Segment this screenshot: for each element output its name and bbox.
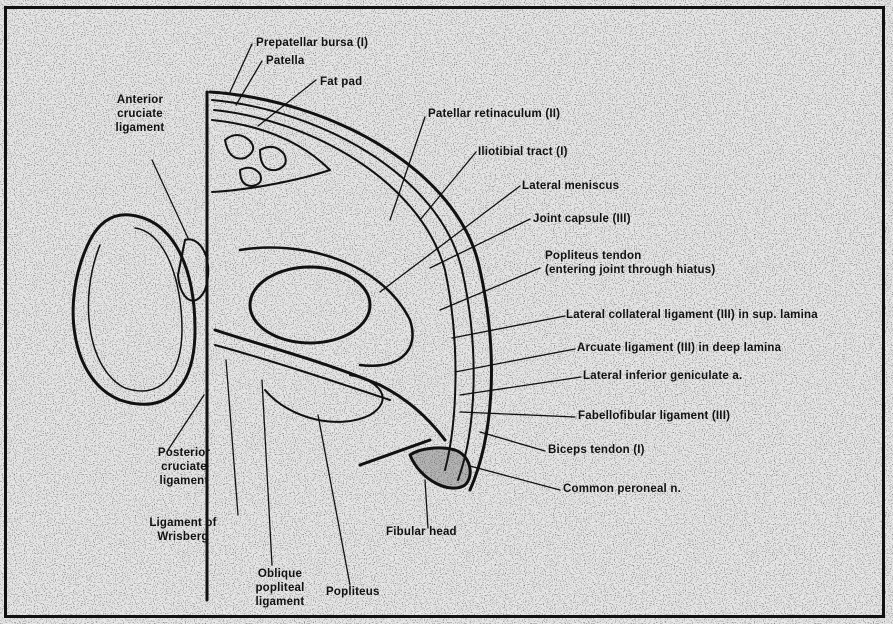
label-posterior-cruciate-3: ligament [148, 475, 220, 488]
label-joint-capsule: Joint capsule (III) [533, 213, 631, 226]
label-oblique-popliteal-1: Oblique [240, 568, 320, 581]
label-arcuate-ligament: Arcuate ligament (III) in deep lamina [577, 342, 781, 355]
label-fibular-head: Fibular head [386, 526, 457, 539]
label-ligament-wrisberg-1: Ligament of [138, 517, 228, 530]
label-patellar-retinaculum: Patellar retinaculum (II) [428, 108, 560, 121]
label-iliotibial-tract: Iliotibial tract (I) [478, 146, 568, 159]
label-lateral-collateral: Lateral collateral ligament (III) in sup… [566, 309, 818, 322]
label-prepatellar-bursa: Prepatellar bursa (I) [256, 37, 368, 50]
label-oblique-popliteal-2: popliteal [240, 582, 320, 595]
label-ligament-wrisberg-2: Wrisberg [138, 531, 228, 544]
label-popliteus-tendon-2: (entering joint through hiatus) [545, 264, 715, 277]
label-patella: Patella [266, 55, 304, 68]
label-biceps-tendon: Biceps tendon (I) [548, 444, 645, 457]
label-lateral-meniscus: Lateral meniscus [522, 180, 619, 193]
label-anterior-cruciate-3: ligament [100, 122, 180, 135]
label-lateral-inferior-geniculate: Lateral inferior geniculate a. [583, 370, 742, 383]
label-fat-pad: Fat pad [320, 76, 362, 89]
label-anterior-cruciate-1: Anterior [100, 94, 180, 107]
label-posterior-cruciate-2: cruciate [148, 461, 220, 474]
label-oblique-popliteal-3: ligament [240, 596, 320, 609]
label-anterior-cruciate-2: cruciate [100, 108, 180, 121]
label-popliteus-tendon-1: Popliteus tendon [545, 250, 641, 263]
label-popliteus: Popliteus [326, 586, 380, 599]
label-fabellofibular: Fabellofibular ligament (III) [578, 410, 730, 423]
label-common-peroneal: Common peroneal n. [563, 483, 681, 496]
label-posterior-cruciate-1: Posterior [148, 447, 220, 460]
